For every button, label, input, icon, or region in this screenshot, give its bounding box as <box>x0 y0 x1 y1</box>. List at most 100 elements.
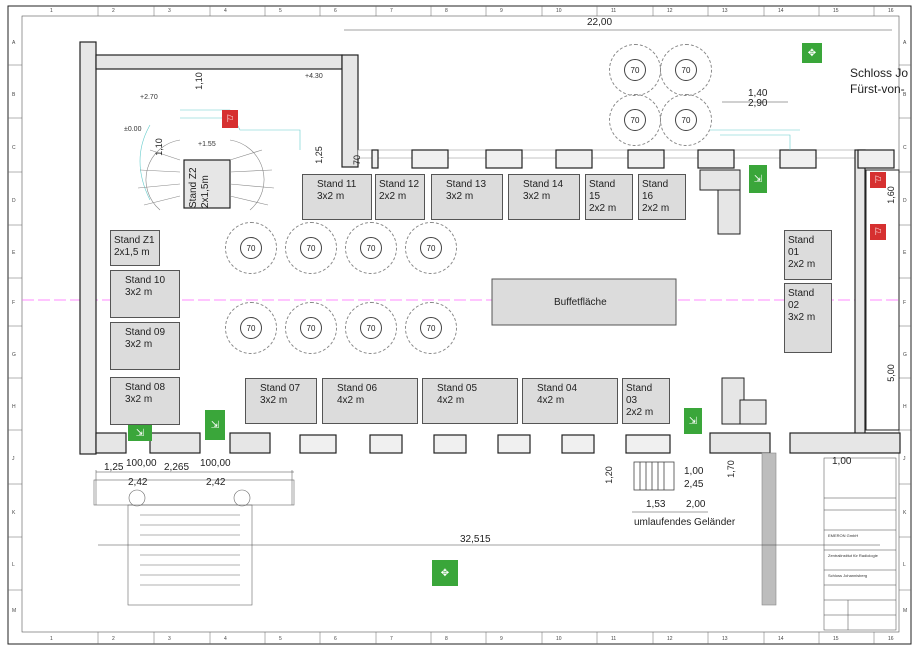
entrance-steps <box>93 470 295 606</box>
grid-row-G-left: G <box>12 352 16 358</box>
grid-col-3-top: 3 <box>168 8 171 14</box>
table-chair-ring <box>225 302 277 354</box>
stand-name: Stand Z1 <box>114 235 155 246</box>
round-table: 70 <box>420 317 442 339</box>
stand-size: 2x2 m <box>589 203 617 214</box>
grid-col-14-bottom: 14 <box>778 636 784 642</box>
dim-1-25b: 1,25 <box>104 462 124 473</box>
stand-name: Stand 16 <box>642 179 669 202</box>
dim-1-60: 1,60 <box>885 186 896 204</box>
grid-row-C-left: C <box>12 145 16 151</box>
round-table: 70 <box>675 59 697 81</box>
stand-size: 3x2 m <box>317 191 345 202</box>
railing-label: umlaufendes Geländer <box>634 517 736 528</box>
grid-col-12-top: 12 <box>667 8 673 14</box>
grid-row-L-right: L <box>903 562 906 568</box>
grid-row-B-left: B <box>12 92 16 98</box>
grid-col-2-top: 2 <box>112 8 115 14</box>
grid-row-A-right: A <box>903 40 907 46</box>
grid-col-3-bottom: 3 <box>168 636 171 642</box>
table-chair-ring <box>285 222 337 274</box>
stand-name: Stand 12 <box>379 179 420 190</box>
stand-name: Stand 05 <box>437 383 478 394</box>
grid-col-16-top: 16 <box>888 8 894 14</box>
dim-2-265: 2,265 <box>164 462 190 473</box>
grid-row-F-left: F <box>12 300 16 306</box>
stand-size: 2x2 m <box>626 407 654 418</box>
dim-1-55: +1.55 <box>198 141 216 148</box>
stand-name: Stand 06 <box>337 383 378 394</box>
title-line-1: Schloss Jo <box>850 66 909 80</box>
stand-name: Stand 03 <box>626 383 653 406</box>
dim-2-45: 2,45 <box>684 479 704 490</box>
buffet-area-shape <box>491 278 677 326</box>
grid-row-J-right: J <box>903 456 906 462</box>
table-chair-ring <box>225 222 277 274</box>
grid-row-F-right: F <box>903 300 907 306</box>
stand-size: 4x2 m <box>337 395 365 406</box>
grid-col-13-top: 13 <box>722 8 728 14</box>
stand-z2-name: Stand Z2 <box>188 167 199 208</box>
stand-name: Stand 14 <box>523 179 564 190</box>
emergency-exit-icon-2: ⇲ <box>128 425 152 441</box>
tb-client: Zentralinstitut für Radiologie <box>828 553 878 558</box>
stand-name: Stand 09 <box>125 327 166 338</box>
stand-name: Stand 08 <box>125 382 166 393</box>
dim-2-00: 2,00 <box>686 499 706 510</box>
grid-col-1-top: 1 <box>50 8 53 14</box>
round-table: 70 <box>240 317 262 339</box>
grid-col-5-bottom: 5 <box>279 636 282 642</box>
table-chair-ring <box>345 302 397 354</box>
grid-col-10-bottom: 10 <box>556 636 562 642</box>
grid-col-9-top: 9 <box>500 8 503 14</box>
round-table: 70 <box>240 237 262 259</box>
dim-1-40: 1,40 <box>748 88 768 99</box>
stand-size: 4x2 m <box>537 395 565 406</box>
grid-row-E-right: E <box>903 250 907 256</box>
stand-name: Stand 10 <box>125 275 166 286</box>
dim-1-10b: 1,10 <box>153 138 164 156</box>
round-table: 70 <box>420 237 442 259</box>
grid-col-1-bottom: 1 <box>50 636 53 642</box>
table-chair-ring <box>405 222 457 274</box>
table-chair-ring <box>405 302 457 354</box>
stand-name: Stand 15 <box>589 179 616 202</box>
grid-col-10-top: 10 <box>556 8 562 14</box>
grid-col-4-bottom: 4 <box>224 636 227 642</box>
title-line-2: Fürst-von- <box>850 82 905 96</box>
stand-size: 2x1,5 m <box>114 247 150 258</box>
stand-size: 3x2 m <box>260 395 288 406</box>
stair-lines <box>139 109 800 201</box>
grid-col-8-bottom: 8 <box>445 636 448 642</box>
stand-name: Stand 01 <box>788 235 815 258</box>
stand-size: 3x2 m <box>523 191 551 202</box>
grid-col-5-top: 5 <box>279 8 282 14</box>
top-pillars <box>371 149 895 169</box>
round-table: 70 <box>360 237 382 259</box>
grid-row-K-left: K <box>12 510 16 516</box>
dimension-lines <box>96 29 892 546</box>
grid-col-15-top: 15 <box>833 8 839 14</box>
grid-row-G-right: G <box>903 352 907 358</box>
fire-extinguisher-icon: ⚐ <box>222 110 238 128</box>
dim-1-10: 1,10 <box>193 72 204 90</box>
stand-name: Stand 04 <box>537 383 578 394</box>
fire-extinguisher-icon-2: ⚐ <box>870 224 886 240</box>
bottom-pillars <box>299 434 671 454</box>
stand-size: 2x2 m <box>642 203 670 214</box>
emergency-exit-icon: ⇲ <box>749 165 767 193</box>
dim-1-25: 1,25 <box>313 146 324 164</box>
dim-4-30: +4.30 <box>305 73 323 80</box>
